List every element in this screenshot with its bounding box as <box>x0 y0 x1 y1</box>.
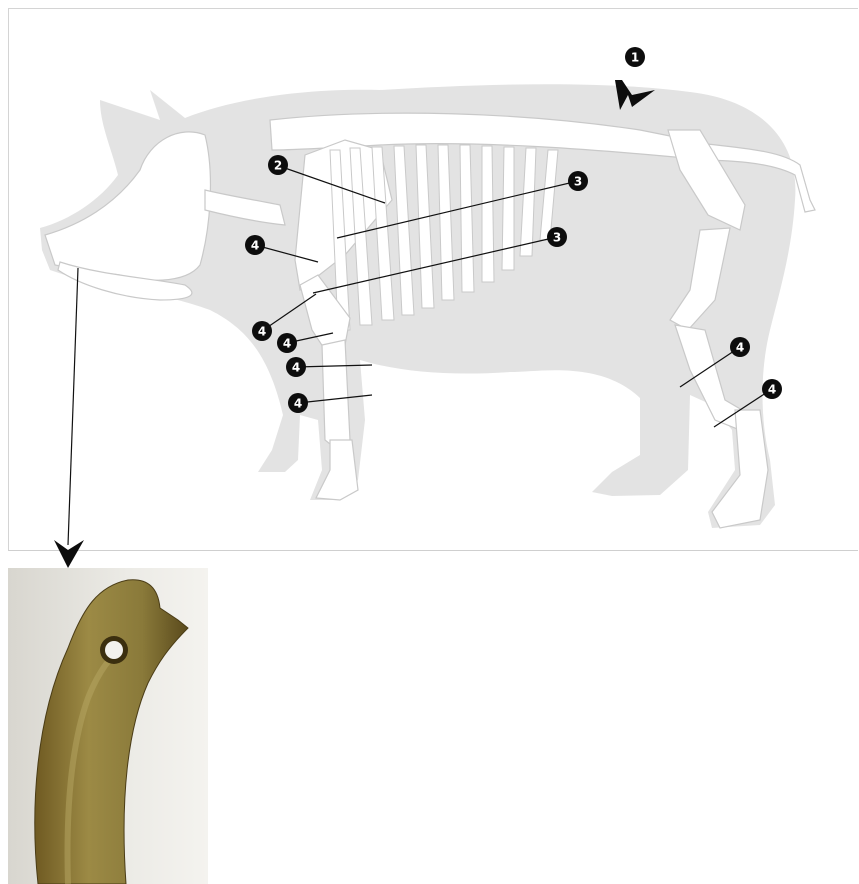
svg-text:3: 3 <box>553 231 561 245</box>
svg-text:4: 4 <box>283 337 291 351</box>
radius-ulna-bone <box>322 340 350 448</box>
callout-4-ulna: 4 <box>288 393 308 413</box>
svg-text:2: 2 <box>274 159 282 173</box>
callout-2: 2 <box>268 155 288 175</box>
svg-text:4: 4 <box>258 325 266 339</box>
callout-4-humerus: 4 <box>252 321 272 341</box>
svg-text:4: 4 <box>294 397 302 411</box>
svg-text:4: 4 <box>768 383 776 397</box>
callout-1: 1 <box>625 47 645 67</box>
tusk-artifact-photo <box>8 568 208 884</box>
callout-4-elbow: 4 <box>277 333 297 353</box>
hind-foot-bones <box>712 410 768 528</box>
svg-text:3: 3 <box>574 175 582 189</box>
callout-4-radius: 4 <box>286 357 306 377</box>
callout-3-lower: 3 <box>547 227 567 247</box>
svg-text:4: 4 <box>251 239 259 253</box>
callout-4-fibula: 4 <box>762 379 782 399</box>
callout-4-tibia: 4 <box>730 337 750 357</box>
callout-3-upper: 3 <box>568 171 588 191</box>
svg-text:4: 4 <box>292 361 300 375</box>
arrow-to-photo <box>54 268 84 568</box>
svg-text:4: 4 <box>736 341 744 355</box>
svg-text:1: 1 <box>631 51 639 65</box>
callout-4-shoulder: 4 <box>245 235 265 255</box>
